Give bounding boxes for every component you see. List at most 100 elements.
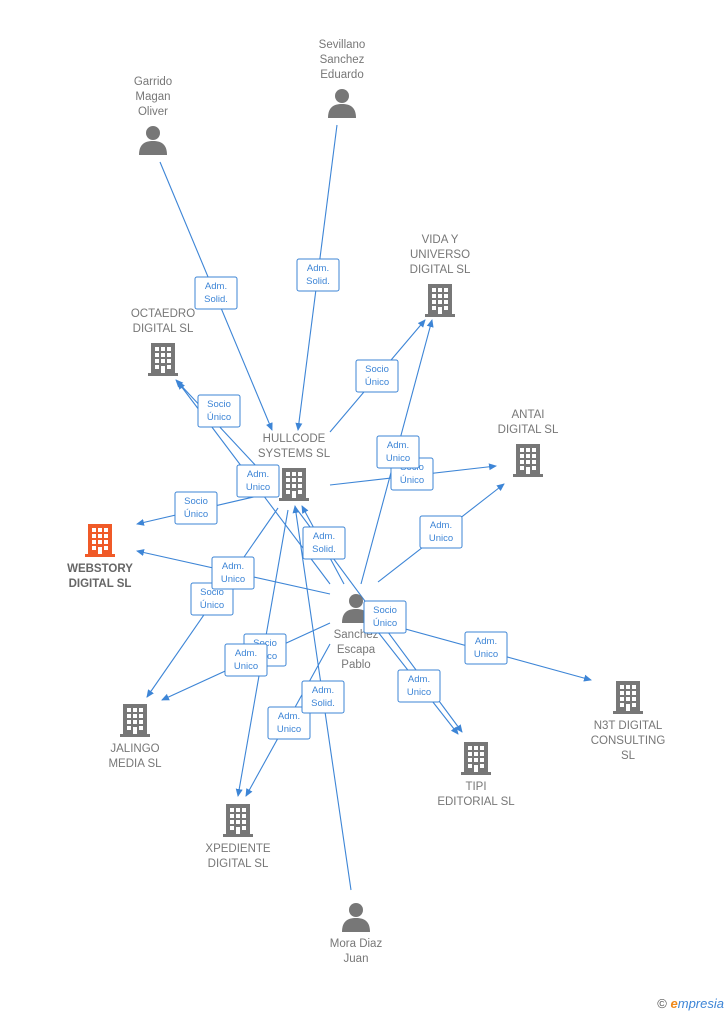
edge-labels-layer: Adm.Solid.Adm.Solid.SocioÚnicoSocioÚnico… <box>174 258 508 740</box>
edge-label-text: Adm. <box>430 520 452 531</box>
node-label-garrido: Garrido <box>134 76 172 88</box>
copyright-icon: © <box>657 996 667 1011</box>
edge-label-mora-hullcode[interactable]: Adm.Solid. <box>301 680 345 714</box>
edge-label-box <box>355 359 399 393</box>
node-label-hullcode: SYSTEMS SL <box>258 448 331 460</box>
edge-label-text: Adm. <box>387 440 409 451</box>
node-label-vida: UNIVERSO <box>410 249 470 261</box>
building-icon <box>613 681 643 714</box>
edge-label-text: Unico <box>221 574 245 585</box>
edge-label-text: Unico <box>407 687 431 698</box>
edge-label-sanchez-octaedro[interactable]: Adm.Unico <box>236 464 280 498</box>
brand-name: mpresia <box>677 996 724 1011</box>
edge-label-text: Adm. <box>408 674 430 685</box>
node-label-octaedro: DIGITAL SL <box>133 323 194 335</box>
node-label-n3t: SL <box>621 750 636 762</box>
building-icon <box>425 284 455 317</box>
node-vida[interactable]: VIDA Y UNIVERSO DIGITAL SL <box>410 234 471 317</box>
edge-label-text: Adm. <box>475 636 497 647</box>
edge-label-text: Socio <box>207 399 231 410</box>
edge-label-box <box>197 394 241 428</box>
edge-label-box <box>301 680 345 714</box>
node-label-xpediente: DIGITAL SL <box>208 858 269 870</box>
edge-label-box <box>302 526 346 560</box>
edge-label-box <box>419 515 463 549</box>
node-label-vida: DIGITAL SL <box>410 264 471 276</box>
edge-label-text: Socio <box>184 496 208 507</box>
node-label-sanchez: Escapa <box>337 644 376 656</box>
edge-label-sanchez-webstory[interactable]: Adm.Unico <box>211 556 255 590</box>
edge-label-text: Solid. <box>204 294 228 305</box>
node-label-n3t: CONSULTING <box>591 735 666 747</box>
edge-label-sanchez-n3t[interactable]: Adm. Unico <box>464 631 508 665</box>
node-label-antai: ANTAI <box>511 409 544 421</box>
edge-label-box <box>211 556 255 590</box>
edge-label-box <box>296 258 340 292</box>
edge-label-box <box>397 669 441 703</box>
edge-label-text: Unico <box>277 724 301 735</box>
node-label-mora: Mora Diaz <box>330 938 383 950</box>
edge-label-sanchez-antai[interactable]: Adm. Unico <box>419 515 463 549</box>
edge-label-sevillano-hullcode[interactable]: Adm. Solid. <box>296 258 340 292</box>
edge-label-box <box>376 435 420 469</box>
edge-label-sanchez-vida[interactable]: Adm.Unico <box>376 435 420 469</box>
node-label-garrido: Oliver <box>138 106 168 118</box>
edge-label-box <box>363 600 407 634</box>
edge-label-sanchez-xpediente[interactable]: Adm. Unico <box>267 706 311 740</box>
edge-label-text: Único <box>400 475 424 486</box>
node-label-vida: VIDA Y <box>422 234 459 246</box>
edge-label-text: Adm. <box>247 469 269 480</box>
edge-label-text: Único <box>184 509 208 520</box>
edge-label-sanchez-hullcode[interactable]: Adm.Solid. <box>302 526 346 560</box>
node-label-tipi: TIPI <box>465 781 486 793</box>
node-label-sanchez: Pablo <box>341 659 370 671</box>
edge-label-garrido-hullcode[interactable]: Adm. Solid. <box>194 276 238 310</box>
node-hullcode[interactable]: HULLCODE SYSTEMS SL <box>258 433 331 501</box>
edge-label-box <box>194 276 238 310</box>
edge-label-box <box>224 643 268 677</box>
brand-footer: © empresia <box>657 996 724 1011</box>
building-icon <box>148 343 178 376</box>
edge-label-box <box>236 464 280 498</box>
node-label-antai: DIGITAL SL <box>498 424 559 436</box>
edge-label-sanchez-jalingo[interactable]: Adm.Unico <box>224 643 268 677</box>
node-label-garrido: Magan <box>135 91 170 103</box>
edge-label-text: Adm. <box>205 281 227 292</box>
edge-label-text: Unico <box>474 649 498 660</box>
edge-label-text: Solid. <box>306 276 330 287</box>
edge-label-text: Unico <box>429 533 453 544</box>
node-tipi[interactable]: TIPI EDITORIAL SL <box>437 742 515 808</box>
edge-label-text: Unico <box>234 661 258 672</box>
person-icon <box>342 903 370 932</box>
edge-label-text: Adm. <box>307 263 329 274</box>
edge-label-text: Único <box>207 412 231 423</box>
brand-logo-e: e <box>670 996 678 1011</box>
edge-label-text: Adm. <box>278 711 300 722</box>
building-icon <box>513 444 543 477</box>
building-icon <box>279 468 309 501</box>
edge-label-text: Socio <box>365 364 389 375</box>
node-label-sevillano: Eduardo <box>320 69 363 81</box>
edge-label-text: Adm. <box>313 531 335 542</box>
node-label-webstory: WEBSTORY <box>67 563 133 575</box>
node-antai[interactable]: ANTAI DIGITAL SL <box>498 409 559 477</box>
node-label-hullcode: HULLCODE <box>263 433 326 445</box>
edge-label-sanchez-tipi[interactable]: Adm. Unico <box>397 669 441 703</box>
node-label-tipi: EDITORIAL SL <box>437 796 515 808</box>
edge-label-text: Único <box>200 600 224 611</box>
node-label-sevillano: Sanchez <box>320 54 365 66</box>
nodes-layer: GarridoMaganOliverSevillanoSanchezEduard… <box>67 39 665 965</box>
